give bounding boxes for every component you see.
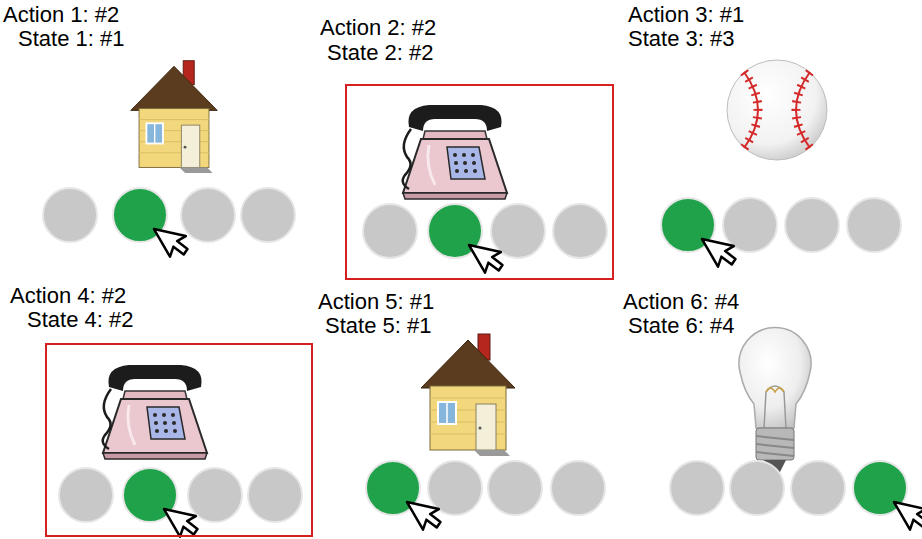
option-circle (248, 468, 302, 522)
highlight-box: Action 2: #2State 2: #2 (345, 84, 614, 280)
house-icon (131, 61, 217, 173)
option-circle (181, 188, 235, 242)
option-circle (847, 198, 901, 252)
action-label: Action 2: #2 (320, 16, 436, 40)
option-circle (791, 461, 845, 515)
state-label: State 4: #2 (27, 308, 133, 332)
state-label: State 6: #4 (628, 314, 734, 338)
option-circle (428, 461, 482, 515)
option-circle (730, 461, 784, 515)
option-circle (491, 204, 545, 258)
state-label: State 3: #3 (628, 27, 734, 51)
phone-icon (403, 105, 507, 199)
option-circle (241, 188, 295, 242)
option-circle (59, 468, 113, 522)
action-label: Action 4: #2 (10, 284, 126, 308)
state-label: State 1: #1 (18, 27, 124, 51)
action-label: Action 3: #1 (628, 3, 744, 27)
option-circle (670, 461, 724, 515)
option-circle (551, 461, 605, 515)
baseball-icon (727, 60, 827, 160)
option-circle (188, 468, 242, 522)
house-icon (421, 334, 515, 456)
mouse-cursor (702, 227, 741, 271)
state-label: State 5: #1 (325, 314, 431, 338)
action-label: Action 6: #4 (623, 290, 739, 314)
lightbulb-icon (739, 328, 811, 472)
mouse-cursor (164, 497, 203, 539)
highlight-box: Action 4: #2State 4: #2 (45, 343, 313, 537)
phone-icon (103, 365, 207, 459)
mouse-cursor (894, 490, 922, 534)
option-circle (785, 198, 839, 252)
action-label: Action 1: #2 (3, 3, 119, 27)
mouse-cursor (154, 217, 193, 261)
option-circle (553, 204, 607, 258)
option-circle (723, 198, 777, 252)
option-circle (43, 188, 97, 242)
mouse-cursor (407, 490, 446, 534)
mouse-cursor (469, 233, 508, 277)
option-circle (363, 204, 417, 258)
state-label: State 2: #2 (327, 41, 433, 65)
action-label: Action 5: #1 (318, 290, 434, 314)
option-circle (488, 461, 542, 515)
response-circles (43, 188, 907, 522)
